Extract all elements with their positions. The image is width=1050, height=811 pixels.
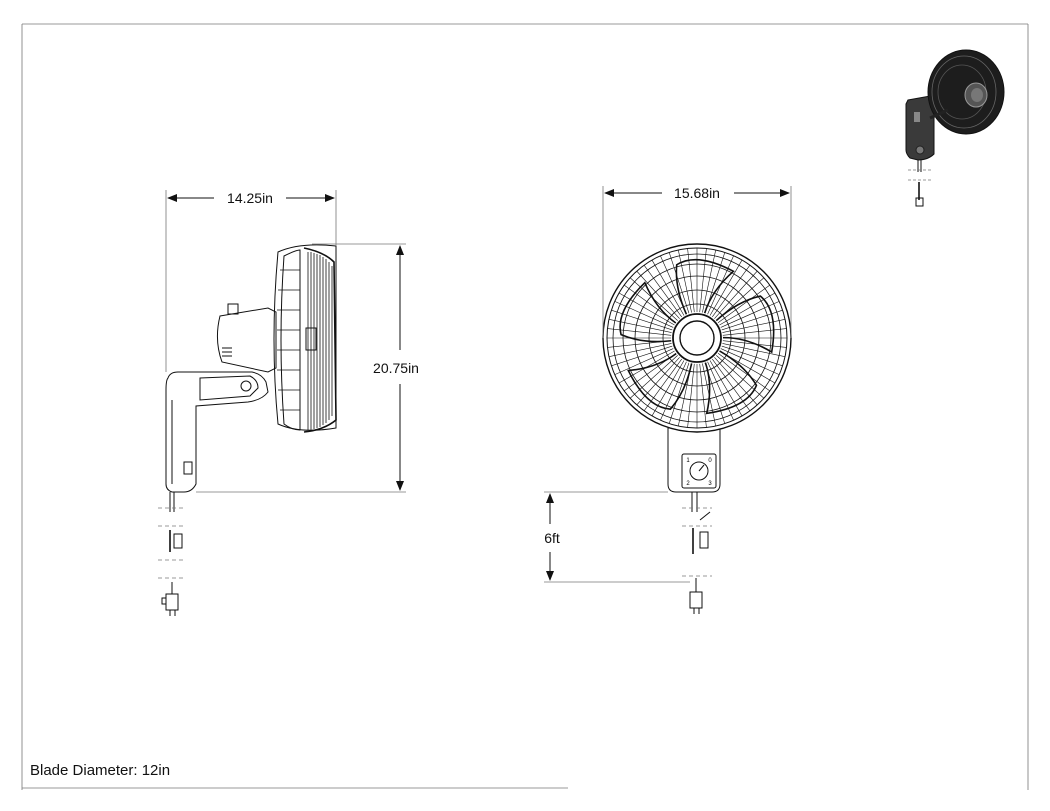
grille-spoke [636, 270, 680, 319]
cord-length-label: 6ft [544, 530, 560, 546]
grille-spoke [720, 348, 780, 375]
grille-spoke [720, 301, 780, 328]
fan-blade [704, 350, 758, 415]
front-fan-blades [619, 258, 775, 415]
grille-spoke [712, 358, 751, 411]
side-view-fan [158, 244, 337, 616]
front-width-dimension: 15.68in [602, 185, 792, 338]
grille-spoke [709, 360, 743, 417]
blade-diameter-note: Blade Diameter: 12in [30, 762, 171, 779]
grille-spoke [707, 361, 734, 421]
grille-spoke [722, 328, 787, 336]
dial-label-0: 0 [708, 458, 712, 464]
cord-length-dimension: 6ft [544, 491, 690, 583]
fan-blade [715, 295, 775, 354]
grille-spoke [714, 357, 758, 406]
dial-label-2: 2 [686, 481, 690, 487]
front-width-label: 15.68in [674, 185, 720, 201]
grille-spoke [608, 343, 672, 358]
grille-spoke [643, 358, 682, 411]
grille-spoke [611, 309, 673, 331]
grille-spoke [717, 353, 770, 392]
grille-spoke [721, 345, 783, 367]
grille-spoke [721, 309, 783, 331]
fan-blade [619, 281, 677, 343]
grille-spoke [643, 265, 682, 318]
grille-spoke [608, 318, 672, 333]
grille-spoke [687, 363, 695, 428]
grille-spoke [677, 249, 692, 313]
fan-blade [627, 352, 693, 410]
grille-spoke [716, 355, 765, 399]
front-view-fan: 1 0 2 3 [602, 243, 792, 614]
grille-spoke [668, 252, 690, 314]
grille-spoke [607, 328, 672, 336]
dial-label-1: 1 [686, 458, 690, 464]
grille-spoke [629, 355, 678, 399]
side-width-label: 14.25in [227, 190, 273, 206]
isometric-fan-thumbnail [905, 49, 1005, 207]
dial-label-3: 3 [708, 481, 712, 487]
grille-spoke [618, 292, 675, 326]
grille-spoke [722, 318, 786, 333]
grille-spoke [687, 248, 695, 313]
sheet-border [21, 23, 1029, 790]
grille-spoke [699, 248, 707, 313]
grille-spoke [636, 357, 680, 406]
side-height-dimension: 20.75in [196, 243, 419, 493]
grille-spoke [702, 249, 717, 313]
grille-spoke [611, 345, 673, 367]
grille-spoke [660, 361, 687, 421]
grille-spoke [699, 363, 707, 428]
grille-spoke [668, 362, 690, 424]
grille-spoke [717, 284, 770, 323]
fan-blade [675, 258, 735, 315]
side-height-label: 20.75in [373, 360, 419, 376]
side-width-dimension: 14.25in [165, 190, 337, 372]
grille-spoke [722, 343, 786, 358]
grille-spoke [614, 348, 674, 375]
control-dial: 1 0 2 3 [681, 453, 717, 489]
side-grille-ribs [277, 252, 333, 430]
grille-spoke [709, 259, 743, 316]
grille-spoke [719, 292, 776, 326]
grille-spoke [651, 360, 685, 417]
grille-spoke [712, 265, 751, 318]
grille-spoke [651, 259, 685, 316]
grille-spoke [614, 301, 674, 328]
grille-spoke [714, 270, 758, 319]
